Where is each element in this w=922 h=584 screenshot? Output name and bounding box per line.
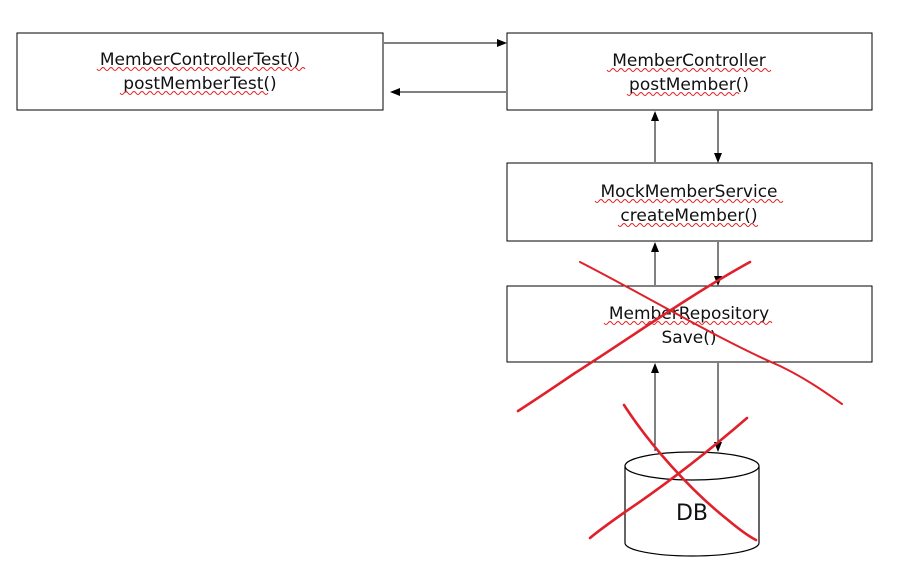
spellcheck-underline <box>626 92 740 96</box>
service-box-line1: MockMemberService <box>600 182 777 202</box>
cross-out-marks <box>516 260 843 542</box>
service-box-line2: createMember() <box>620 206 757 226</box>
repository-box-line2: Save() <box>662 328 717 348</box>
controller-box-line1: MemberController <box>612 51 766 71</box>
test-box-line1: MemberControllerTest() <box>100 50 300 70</box>
database-cylinder: DB <box>624 451 760 557</box>
spellcheck-underline <box>594 199 784 203</box>
spellcheck-underline <box>617 223 759 227</box>
mock-member-service-box: MockMemberService createMember() <box>506 162 873 242</box>
spellcheck-underline <box>603 321 773 325</box>
repository-box-line1: MemberRepository <box>609 304 769 324</box>
db-label: DB <box>676 501 708 526</box>
spellcheck-underline <box>119 91 269 95</box>
member-controller-box: MemberController postMember() <box>506 32 873 111</box>
repository-cross-stroke-1 <box>579 261 843 405</box>
spellcheck-underline <box>96 67 306 71</box>
db-cross-stroke-2 <box>588 416 749 540</box>
member-controller-test-box: MemberControllerTest() postMemberTest() <box>16 32 384 111</box>
controller-box-line2: postMember() <box>629 75 749 95</box>
test-box-line2: postMemberTest() <box>123 74 276 94</box>
repository-cross-stroke-2 <box>516 260 752 413</box>
spellcheck-underline <box>606 68 772 72</box>
arrows <box>384 39 722 452</box>
db-cross-stroke-1 <box>622 403 758 542</box>
